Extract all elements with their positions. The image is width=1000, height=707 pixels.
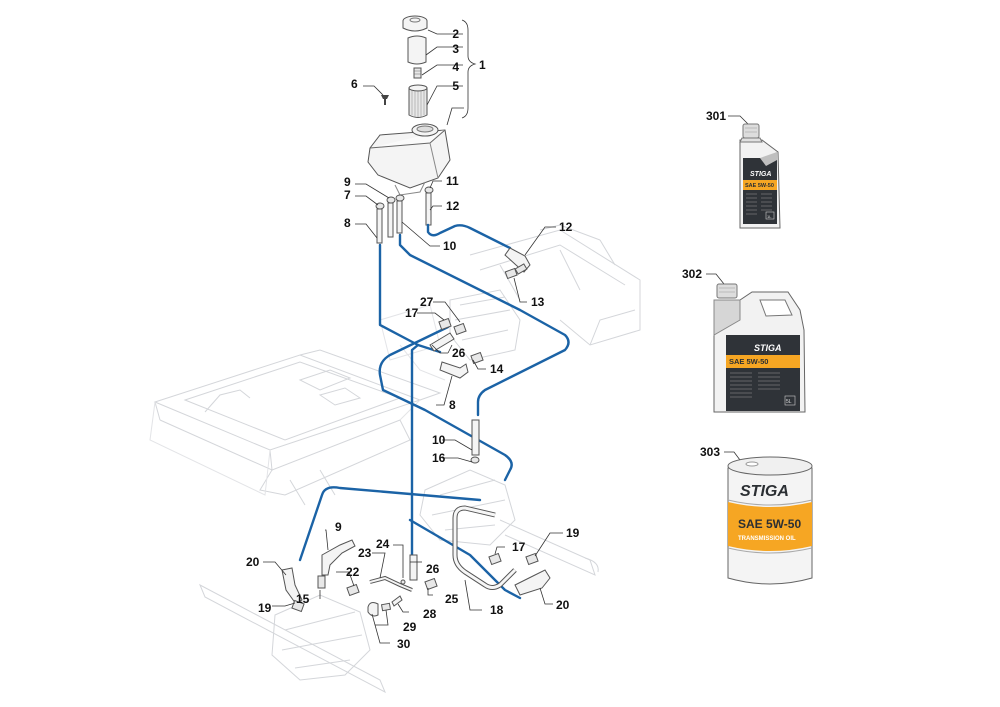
callout-8a: 8: [344, 216, 351, 230]
callout-25: 25: [445, 592, 459, 606]
callout-19b: 19: [566, 526, 580, 540]
callout-12a: 12: [446, 199, 460, 213]
oil-canister-5l: STIGA SAE 5W-50 5L: [713, 283, 806, 413]
chassis-frame-ghost: [149, 224, 641, 694]
callout-5: 5: [452, 79, 459, 93]
callout-23: 23: [358, 546, 372, 560]
oil-grade-301: SAE 5W-50: [745, 183, 774, 189]
brand-logo-302: STIGA: [754, 343, 782, 353]
brand-logo-303: STIGA: [740, 483, 789, 500]
callout-3: 3: [452, 42, 459, 56]
callout-19a: 19: [258, 601, 272, 615]
callout-303: 303: [700, 445, 720, 459]
callout-7: 7: [344, 188, 351, 202]
hose-10: [398, 233, 570, 417]
callout-302: 302: [682, 267, 702, 281]
hydraulic-hoses: [298, 223, 570, 600]
callout-9a: 9: [344, 175, 351, 189]
oil-tank: [367, 123, 451, 196]
callout-24: 24: [376, 537, 390, 551]
callout-20b: 20: [556, 598, 570, 612]
callout-26a: 26: [452, 346, 466, 360]
hose-vertical: [410, 343, 420, 557]
callout-9b: 9: [335, 520, 342, 534]
spring: [413, 67, 422, 79]
filter-element: [408, 84, 428, 118]
oil-drum: STIGA SAE 5W-50 TRANSMISSION OIL: [727, 456, 813, 585]
oil-description-303: TRANSMISSION OIL: [738, 536, 796, 542]
callout-17b: 17: [512, 540, 526, 554]
callout-8b: 8: [449, 398, 456, 412]
callout-6: 6: [351, 77, 358, 91]
callout-26b: 26: [426, 562, 440, 576]
callout-20a: 20: [246, 555, 260, 569]
callout-10a: 10: [443, 239, 457, 253]
hose-12-upper: [426, 223, 512, 250]
filter-sleeve: [407, 35, 427, 65]
screw: [381, 95, 389, 105]
callout-14: 14: [490, 362, 504, 376]
canister-size-302: 5L: [786, 399, 792, 405]
oil-grade-303: SAE 5W-50: [738, 517, 801, 531]
callout-10b: 10: [432, 433, 446, 447]
callout-labels: 1 2 3 4 5 6 9 7 8 10 11 12 12 13 27 17 2…: [246, 27, 726, 651]
callout-16: 16: [432, 451, 446, 465]
hose-lower-right: [408, 518, 522, 600]
callout-11: 11: [446, 174, 459, 188]
hose-fittings: [281, 247, 551, 617]
callout-12b: 12: [559, 220, 573, 234]
hose-left-front: [298, 486, 482, 562]
tank-fittings: [375, 186, 434, 244]
callout-2: 2: [452, 27, 459, 41]
callout-18: 18: [490, 603, 504, 617]
callout-301: 301: [706, 109, 726, 123]
brand-logo-301: STIGA: [750, 171, 771, 178]
leader-lines: [263, 19, 749, 644]
oil-grade-302: SAE 5W-50: [729, 357, 768, 366]
hose-8-upper: [378, 243, 442, 354]
callout-29: 29: [403, 620, 417, 634]
callout-28: 28: [423, 607, 437, 621]
callout-27: 27: [420, 295, 434, 309]
bottle-size-301: 1L: [767, 214, 772, 219]
callout-22: 22: [346, 565, 360, 579]
callout-15: 15: [296, 592, 310, 606]
callout-17a: 17: [405, 306, 419, 320]
callout-13: 13: [531, 295, 545, 309]
oil-bottle-1l: STIGA SAE 5W-50 1L: [739, 123, 781, 229]
callout-30: 30: [397, 637, 411, 651]
hose-loop-left: [378, 325, 513, 482]
callout-4: 4: [452, 60, 459, 74]
filler-cap: [402, 15, 428, 32]
callout-1: 1: [479, 58, 486, 72]
